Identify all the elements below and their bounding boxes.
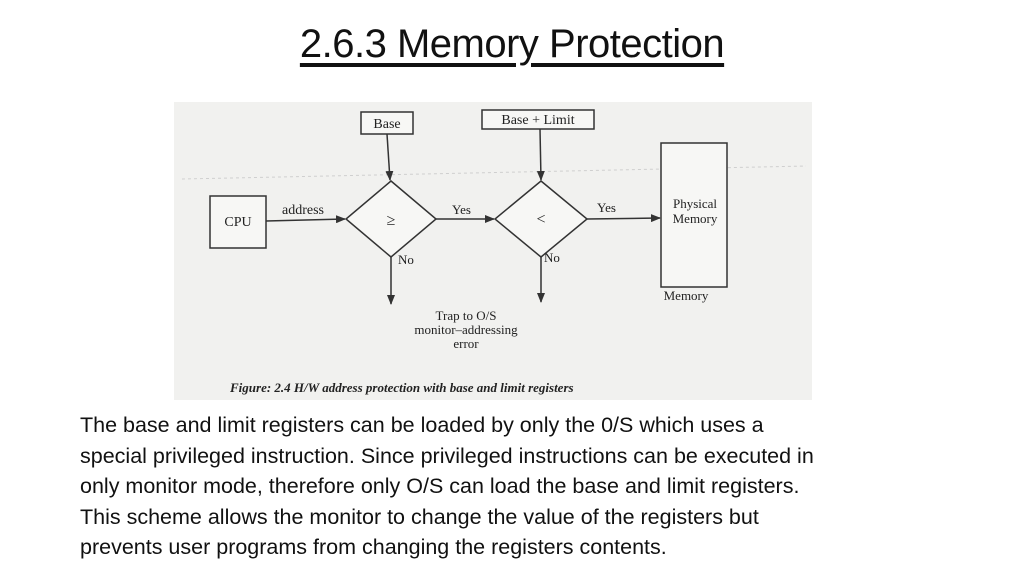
body-line-1: The base and limit registers can be load… [80, 413, 764, 437]
base-label: Base [373, 117, 400, 132]
yes-arrow-2 [586, 214, 661, 223]
body-line-4: This scheme allows the monitor to change… [80, 504, 759, 529]
body-paragraph: The base and limit registers can be load… [80, 410, 980, 563]
cpu-label: CPU [224, 215, 251, 230]
trap-label-line2: monitor–addressing [414, 322, 518, 337]
slide-title: 2.6.3 Memory Protection [299, 22, 725, 66]
memory-caption: Memory [664, 288, 709, 303]
trap-label-line1: Trap to O/S [436, 308, 497, 323]
physical-memory-label-line1: Physical [673, 196, 717, 211]
base-to-ge-arrow [385, 133, 394, 181]
body-line-5: prevents user programs from changing the… [80, 535, 667, 559]
physical-memory-box [660, 142, 728, 288]
cpu-box [209, 195, 267, 249]
trap-label-line3: error [453, 336, 479, 351]
limit-to-lt-arrow [536, 128, 545, 181]
yes-label-1: Yes [452, 202, 471, 217]
lt-symbol: < [536, 211, 545, 228]
physical-memory-label-line2: Memory [673, 211, 718, 226]
body-line-2: special privileged instruction. Since pr… [80, 443, 814, 468]
yes-label-2: Yes [597, 200, 616, 215]
ge-symbol: ≥ [387, 212, 396, 229]
no-label-2: No [544, 250, 560, 265]
diagram-canvas: Base Base + Limit CPU ≥ < Physical Memor… [181, 109, 807, 395]
address-label: address [282, 203, 324, 218]
figure-caption: Figure: 2.4 H/W address protection with … [229, 380, 574, 395]
base-limit-register-box [481, 109, 595, 130]
address-arrow [265, 215, 346, 224]
scan-line [181, 165, 807, 180]
protection-diagram: Base Base + Limit CPU ≥ < Physical Memor… [174, 102, 812, 400]
base-limit-label: Base + Limit [501, 113, 574, 128]
body-line-3: only monitor mode, therefore only O/S ca… [80, 474, 800, 498]
no-label-1: No [398, 252, 414, 267]
